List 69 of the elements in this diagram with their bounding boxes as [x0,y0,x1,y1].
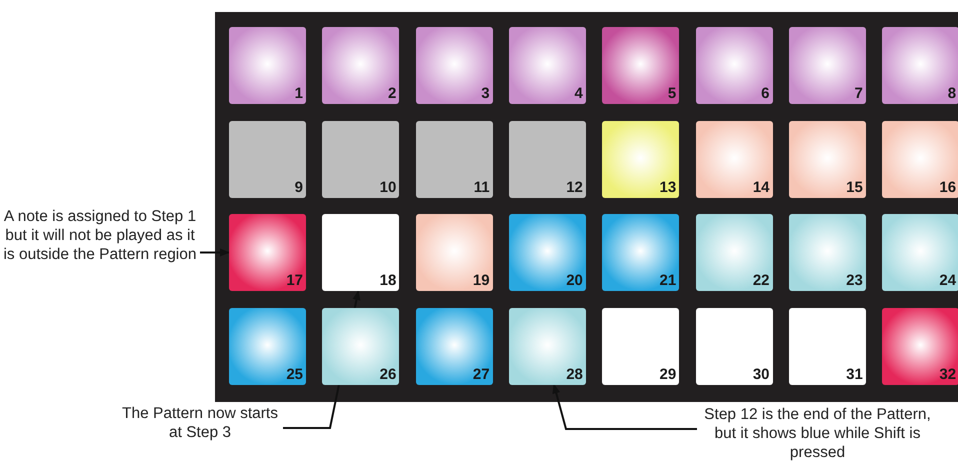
pad [788,27,866,104]
pad-number: 30 [752,366,770,382]
pad [229,27,306,104]
pad [882,308,958,384]
pad [229,214,306,291]
pad [322,214,400,291]
pad-number: 5 [668,85,676,102]
pad-number: 15 [846,178,863,196]
pad [602,27,680,104]
pad [602,214,680,291]
callout-text: A note is assigned to Step 1 but it will not be played as it is outside the Pattern region [2,207,198,264]
pad-number: 9 [294,178,303,196]
pad-number: 23 [846,272,863,289]
pad [322,27,400,104]
pad-number: 19 [472,272,490,289]
pad [696,120,772,198]
pad-number: 29 [660,366,676,382]
pad-number: 21 [660,272,676,289]
pad [788,120,866,198]
pad-number: 24 [939,272,956,289]
pad [508,27,586,104]
leader-line [552,384,697,430]
leader-line [200,248,230,256]
pad-number: 7 [854,85,863,102]
pad-number: 13 [660,178,676,196]
pad-number: 14 [752,178,770,196]
pad [696,214,772,291]
pad [788,308,866,384]
pad [508,120,586,198]
pad [602,120,680,198]
pad-number: 32 [939,366,956,382]
pad-number: 3 [481,85,490,102]
pad [322,120,400,198]
pad [508,308,586,384]
callout-text: The Pattern now starts at Step 3 [115,404,285,442]
pad-number: 22 [752,272,770,289]
pad [416,27,493,104]
pad [508,214,586,291]
pad [322,308,400,384]
pad [696,27,772,104]
pad-number: 10 [380,178,396,196]
pad [882,120,958,198]
pad [882,214,958,291]
pad-number: 12 [566,178,583,196]
pad [416,214,493,291]
pad-number: 27 [472,366,490,382]
pad-number: 2 [388,85,396,102]
callout-text: Step 12 is the end of the Pattern, but it shows blue while Shift is pressed [695,405,940,462]
pad [602,308,680,384]
pad [882,27,958,104]
pad-number: 11 [474,178,490,196]
pad-number: 6 [761,85,770,102]
pad [696,308,772,384]
pad [788,214,866,291]
pad-number: 1 [294,85,303,102]
pad [229,308,306,384]
pad [416,308,493,384]
pad-number: 20 [566,272,583,289]
pad [229,120,306,198]
pad-number: 26 [380,366,396,382]
pad-number: 31 [846,366,863,382]
pad-number: 28 [566,366,583,382]
pad-number: 17 [286,272,303,289]
pad-number: 18 [380,272,396,289]
pad-number: 25 [286,366,303,382]
pad [416,120,493,198]
pad-number: 4 [574,85,583,102]
pad-number: 8 [948,85,956,102]
pad-number: 16 [939,178,956,196]
